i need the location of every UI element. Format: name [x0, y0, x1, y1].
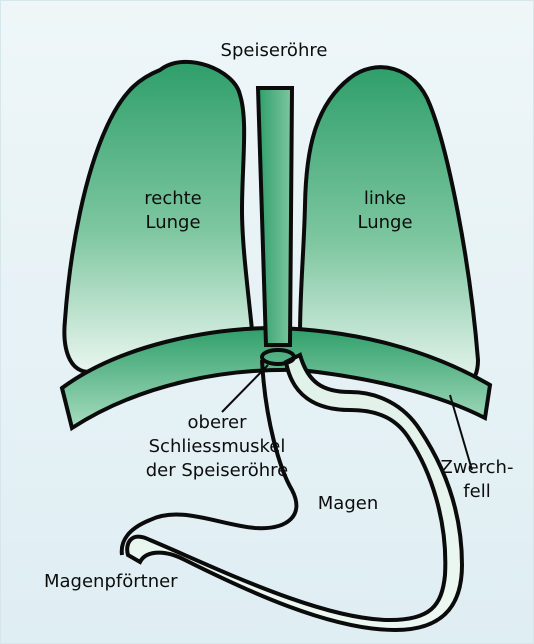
label-left-lung-line2: Lunge [330, 212, 440, 233]
label-sphincter-line3: der Speiseröhre [142, 460, 292, 481]
label-sphincter-line1: oberer [142, 412, 292, 433]
label-right-lung-line2: Lunge [118, 212, 228, 233]
esophagus [258, 88, 292, 345]
label-pylorus: Magenpförtner [44, 571, 204, 592]
label-right-lung-line1: rechte [118, 188, 228, 209]
label-diaphragm-line1: Zwerch- [432, 457, 522, 478]
label-diaphragm-line2: fell [432, 481, 522, 502]
label-sphincter-line2: Schliessmuskel [142, 436, 292, 457]
label-left-lung-line1: linke [330, 188, 440, 209]
label-stomach: Magen [308, 493, 388, 514]
label-esophagus: Speiseröhre [214, 40, 334, 61]
